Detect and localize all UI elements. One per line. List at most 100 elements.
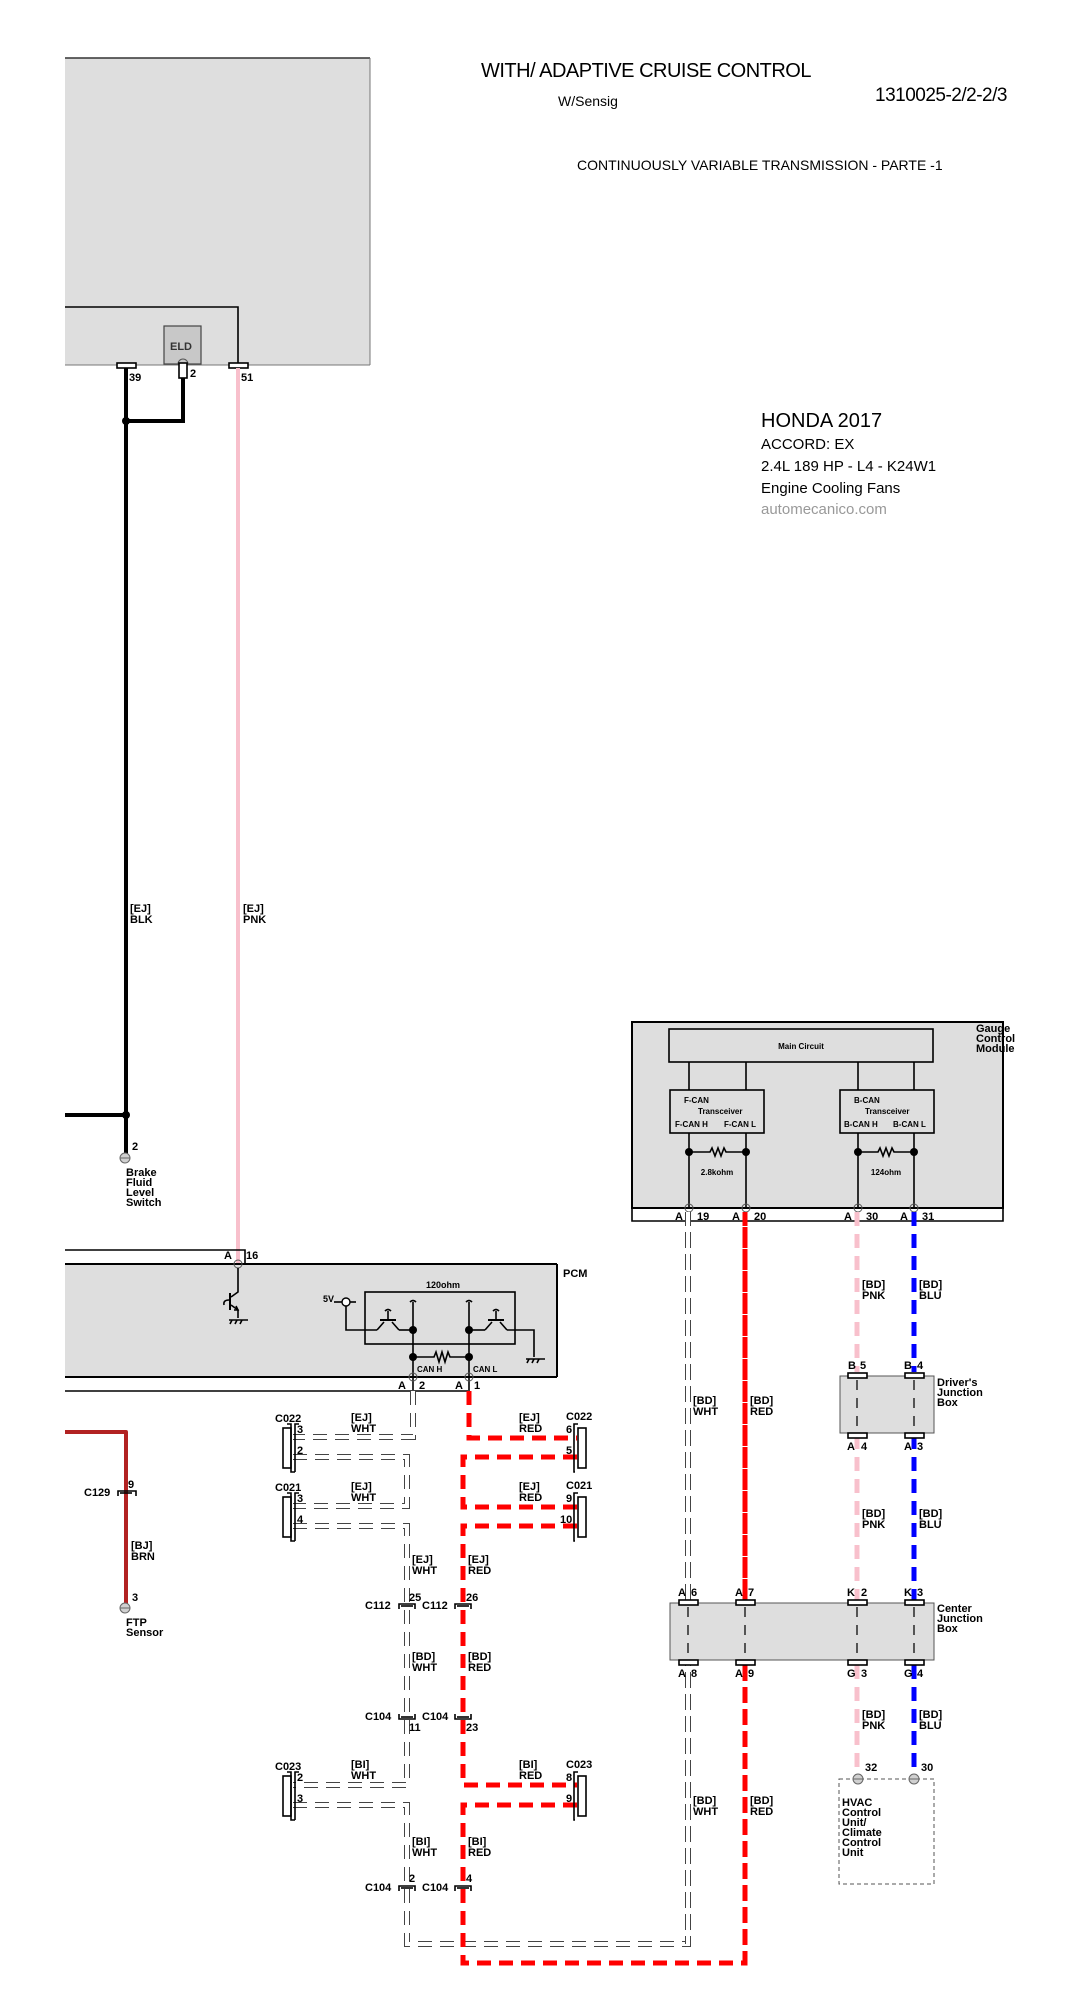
wire-label-color: RED [468,1847,491,1859]
wire-label-harness: [BD] [412,1651,436,1663]
junction-box-name-line: Junction [937,1387,983,1399]
wire-label-color: BRN [131,1551,155,1563]
connector-pin: 3 [297,1493,303,1505]
connector-c021-left: C021 3 4 [275,1482,304,1542]
wht-wire-segment-fill [293,1455,409,1508]
hvac-name-line: Unit/ [842,1817,866,1829]
connector-pin: 9 [566,1493,572,1505]
connector-name: C112 [365,1600,391,1612]
resistor-icon [413,1349,469,1365]
document-code: 1310025-2/2-2/3 [875,85,1007,106]
wire-label-color: RED [519,1770,542,1782]
connector-c112-red: C112 26 [422,1592,478,1612]
diagram-subtitle: W/Sensig [558,93,618,109]
connector-pin: 3 [297,1793,303,1805]
wire-label-harness: [BD] [750,1395,774,1407]
connector-name: C023 [566,1759,592,1771]
connector-pin: 2 [297,1445,303,1457]
connector-name: C021 [566,1480,592,1492]
connector-pin: 6 [566,1424,572,1436]
wire-label-color: RED [519,1492,542,1504]
connector-c023-right: C023 8 9 [566,1759,592,1821]
wire-label-color: BLU [919,1519,942,1531]
wire-label-harness: [BD] [919,1279,943,1291]
header: WITH/ ADAPTIVE CRUISE CONTROL W/Sensig 1… [481,60,1007,173]
wire-label-color: BLU [919,1290,942,1302]
wire-label-harness: [EJ] [412,1554,433,1566]
hvac-control-unit: 32 30 HVAC Control Unit/ Climate Control… [838,1762,935,1885]
junction-pin-number: 2 [861,1587,867,1599]
bcan-resistor-value: 124ohm [871,1168,901,1177]
gauge-pin-connector: A [844,1211,852,1223]
junction-pin-number: 4 [861,1441,868,1453]
resistor-icon [858,1145,914,1159]
junction-pin-connector: K [847,1587,855,1599]
wire-label-color: WHT [412,1565,437,1577]
connector-pin: 5 [566,1445,572,1457]
hvac-name-line: Unit [842,1847,864,1859]
junction-box-name-line: Driver's [937,1377,978,1389]
vehicle-make-year: HONDA 2017 [761,410,882,432]
connector-name: C022 [566,1411,592,1423]
wht-wire-segment-fill [293,1524,409,1787]
wire-label-harness: [BD] [919,1508,943,1520]
wire-label-harness: [BD] [862,1709,886,1721]
wire-label-harness: [BD] [693,1795,717,1807]
connector-name: C104 [422,1711,449,1723]
wire-label-harness: [EJ] [519,1412,540,1424]
wire-label-harness: [EJ] [519,1481,540,1493]
wht-wire-segment [293,1523,410,1788]
connector-name: C104 [422,1882,449,1894]
pin-51-terminal [228,362,249,369]
wht-wire-segment-fill [293,1391,415,1439]
module-name-line: Gauge [976,1023,1010,1035]
fcan-h-label: F-CAN H [675,1120,708,1129]
vehicle-model: ACCORD: EX [761,436,854,453]
wire-label-harness: [EJ] [130,903,151,915]
fcan-resistor-value: 2.8kohm [701,1168,733,1177]
module-name-line: Control [976,1033,1015,1045]
wire-label-harness: [BD] [468,1651,492,1663]
gauge-pin-connector: A [900,1211,908,1223]
gauge-pin-number: 19 [697,1211,709,1223]
sensor-name-line: FTP [126,1617,147,1629]
wire-label-harness: [EJ] [351,1412,372,1424]
wire-label-harness: [BD] [862,1279,886,1291]
vehicle-engine: 2.4L 189 HP - L4 - K24W1 [761,458,936,475]
pcm-supply-label: 5V [323,1294,334,1304]
section-title: CONTINUOUSLY VARIABLE TRANSMISSION - PAR… [577,157,943,173]
bcan-transceiver [839,1089,935,1134]
junction-pin-connector: A [847,1441,855,1453]
ground-icon [229,1319,248,1325]
junction-pin-connector: A [678,1587,686,1599]
pcm-can-l-connector: A [455,1380,463,1392]
connector-pin: 2 [297,1772,303,1784]
wire-label-color: RED [750,1406,773,1418]
drivers-junction-box: Driver's Junction Box B 5 B 4 A 4 A 3 [839,1360,983,1453]
junction-pin-connector: A [735,1668,743,1680]
fcan-subtitle: Transceiver [698,1107,742,1116]
wire-label-harness: [BI] [412,1836,431,1848]
wire-ej-blk [65,368,185,1160]
pcm-pin-connector: A [224,1250,232,1262]
connector-pin: 23 [466,1722,478,1734]
junction-box-name-line: Junction [937,1613,983,1625]
connector-pin: 8 [566,1772,572,1784]
connector-pin: 9 [128,1479,134,1491]
diagram-title: WITH/ ADAPTIVE CRUISE CONTROL [481,60,811,82]
wire-bj-brn [65,1430,128,1608]
hvac-name-line: Climate [842,1827,882,1839]
wire-label-color: RED [468,1565,491,1577]
gauge-pin-connector: A [675,1211,683,1223]
junction-pin-number: 5 [860,1360,866,1372]
switch-name-line: Level [126,1187,154,1199]
module-name-line: Module [976,1043,1015,1055]
connector-name: C022 [275,1413,301,1425]
gauge-pin-connector: A [732,1211,740,1223]
wire-label-color: WHT [412,1662,437,1674]
wire-label-harness: [BI] [519,1759,538,1771]
main-circuit-block [668,1028,934,1063]
hvac-pin-label: 30 [921,1762,933,1774]
connector-pin: 3 [297,1424,303,1436]
connector-c104-wht-lower: C104 2 [365,1873,416,1894]
